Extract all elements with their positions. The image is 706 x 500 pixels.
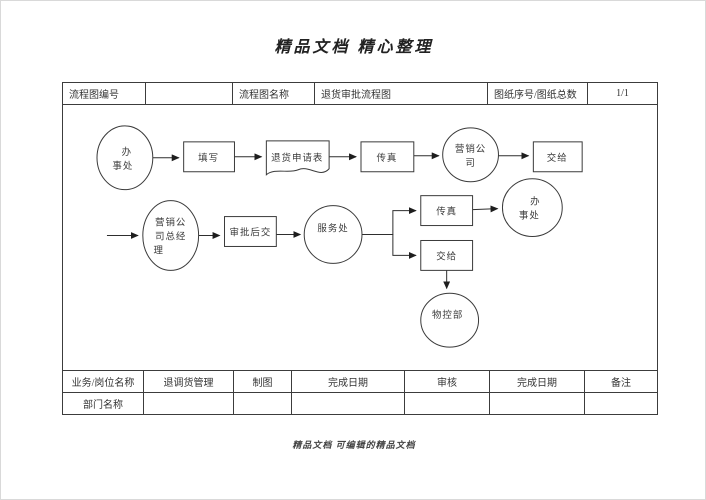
flowchart-area: 办 事处 填写 退货申请表 传真 营销公 司 (63, 105, 657, 371)
svg-text:填写: 填写 (198, 152, 219, 164)
svg-text:理: 理 (154, 245, 164, 256)
node-office-start: 办 事处 (96, 125, 154, 191)
svg-text:事处: 事处 (112, 160, 133, 172)
flow-name-label: 流程图名称 (233, 83, 315, 104)
business-post-name-label: 业务/岗位名称 (63, 371, 144, 392)
svg-text:营销公: 营销公 (155, 217, 186, 229)
empty-cell (490, 393, 585, 414)
flow-name-value: 退货审批流程图 (315, 83, 488, 104)
empty-cell (234, 393, 292, 414)
bottom-table-header-row: 业务/岗位名称 退调货管理 制图 完成日期 审核 完成日期 备注 (63, 371, 657, 393)
svg-text:办: 办 (122, 146, 132, 158)
drafted-by-label: 制图 (234, 371, 292, 392)
node-marketing-gm: 营销公 司总经 理 (142, 200, 200, 271)
arrow-fax2-to-office (472, 205, 499, 213)
bottom-table-dept-row: 部门名称 (63, 393, 657, 414)
svg-text:服务处: 服务处 (317, 223, 348, 235)
department-name-value (144, 393, 234, 414)
page-title: 精品文档 精心整理 (274, 39, 434, 56)
node-hand-over-1: 交给 (532, 141, 583, 173)
svg-text:传真: 传真 (376, 152, 397, 164)
flowchart-sheet: 流程图编号 流程图名称 退货审批流程图 图纸序号/图纸总数 1/1 (62, 82, 658, 415)
branch-bottom-connector (392, 234, 417, 259)
flowchart-svg: 办 事处 填写 退货申请表 传真 营销公 司 (96, 125, 583, 348)
node-office-end: 办 事处 (501, 178, 563, 238)
branch-top-connector (361, 207, 417, 236)
empty-cell (292, 393, 405, 414)
svg-text:办: 办 (530, 196, 540, 208)
node-service-office: 服务处 (303, 205, 363, 264)
svg-text:营销公: 营销公 (455, 143, 486, 155)
sheet-header-row: 流程图编号 流程图名称 退货审批流程图 图纸序号/图纸总数 1/1 (63, 83, 657, 105)
empty-cell (585, 393, 657, 414)
node-hand-over-2: 交给 (420, 239, 474, 271)
svg-text:物控部: 物控部 (432, 309, 463, 321)
node-fax-2: 传真 (420, 195, 474, 227)
node-fill-in: 填写 (183, 141, 235, 173)
sheet-index-label: 图纸序号/图纸总数 (488, 83, 588, 104)
flow-number-value (146, 83, 233, 104)
svg-text:审批后交: 审批后交 (230, 227, 272, 239)
node-submit-after-approval: 审批后交 (224, 216, 277, 247)
svg-text:交给: 交给 (547, 152, 568, 164)
svg-text:司: 司 (465, 158, 475, 169)
department-name-label: 部门名称 (63, 393, 144, 414)
node-marketing-company: 营销公 司 (442, 127, 499, 183)
sheet-index-value: 1/1 (616, 88, 629, 99)
remarks-label: 备注 (611, 378, 631, 389)
svg-text:交给: 交给 (436, 250, 457, 262)
completion-date-label-1: 完成日期 (292, 371, 405, 392)
svg-text:司总经: 司总经 (155, 230, 186, 242)
svg-text:事处: 事处 (519, 210, 540, 222)
page-footer: 精品文档 可编辑的精品文档 (292, 440, 416, 450)
business-post-name-value: 退调货管理 (144, 371, 234, 392)
empty-cell (405, 393, 490, 414)
reviewed-by-label: 审核 (405, 371, 490, 392)
node-fax-1: 传真 (360, 141, 415, 173)
flow-number-label: 流程图编号 (63, 83, 146, 104)
completion-date-label-2: 完成日期 (490, 371, 585, 392)
node-material-control-dept: 物控部 (420, 292, 480, 348)
svg-text:传真: 传真 (436, 206, 457, 218)
node-return-application-form: 退货申请表 (265, 140, 330, 176)
svg-text:退货申请表: 退货申请表 (271, 152, 323, 164)
